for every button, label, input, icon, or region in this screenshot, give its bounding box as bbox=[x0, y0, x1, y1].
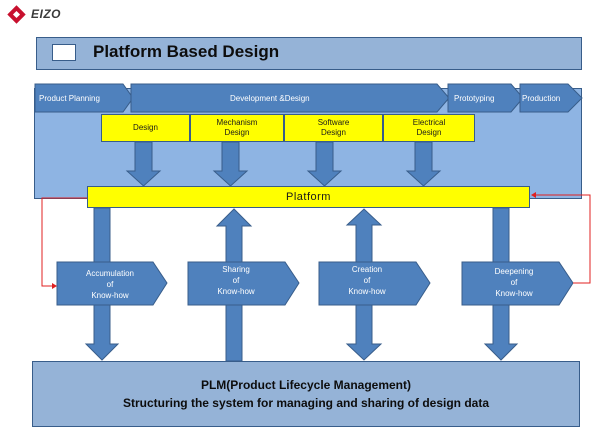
feedback-line-left bbox=[41, 197, 87, 287]
platform-bar: Platform bbox=[87, 186, 530, 208]
knowhow-arrow-deepening bbox=[461, 261, 574, 306]
software-down-arrow bbox=[306, 141, 343, 187]
platform-label: Platform bbox=[286, 191, 331, 203]
knowhow-arrow-creation bbox=[318, 261, 431, 306]
design-box-label: Electrical Design bbox=[412, 118, 446, 137]
knowhow-label-accumulation: Accumulation of Know-how bbox=[85, 269, 135, 300]
electrical-down-arrow bbox=[405, 141, 442, 187]
feedback-arrowhead-left bbox=[52, 283, 57, 289]
phase-label-product-planning: Product Planning bbox=[39, 94, 100, 103]
page-title: Platform Based Design bbox=[93, 42, 280, 61]
design-box-electrical: Electrical Design bbox=[383, 114, 475, 142]
phase-label-development: Development &Design bbox=[230, 94, 310, 103]
design-box-label: Mechanism Design bbox=[216, 118, 258, 137]
design-box-software: Software Design bbox=[284, 114, 383, 142]
phase-label-prototyping: Prototyping bbox=[454, 94, 495, 103]
plm-title: PLM(Product Lifecycle Management) bbox=[200, 378, 412, 392]
design-box-design: Design bbox=[101, 114, 190, 142]
knowhow-arrow-sharing bbox=[187, 261, 300, 306]
design-box-mechanism: Mechanism Design bbox=[190, 114, 284, 142]
knowhow-label-sharing: Sharing of Know-how bbox=[217, 265, 255, 296]
phase-arrow-development bbox=[130, 83, 450, 113]
plm-subtitle: Structuring the system for managing and … bbox=[122, 396, 490, 410]
brand-name: EIZO bbox=[31, 7, 62, 21]
design-down-arrow bbox=[125, 141, 162, 187]
phase-label-production: Production bbox=[522, 94, 561, 103]
feedback-line-right bbox=[534, 194, 591, 284]
mechanism-down-arrow bbox=[212, 141, 249, 187]
plm-box: PLM(Product Lifecycle Management) Struct… bbox=[32, 361, 580, 427]
phase-arrow-product-planning bbox=[34, 83, 134, 113]
knowhow-label-deepening: Deepening of Know-how bbox=[494, 267, 534, 298]
knowhow-arrow-accumulation bbox=[56, 261, 168, 306]
feedback-arrowhead-right bbox=[531, 192, 536, 198]
design-box-label: Software Design bbox=[317, 118, 350, 137]
knowhow-label-creation: Creation of Know-how bbox=[348, 265, 386, 296]
title-bar bbox=[36, 37, 582, 70]
phase-arrow-production bbox=[519, 83, 583, 113]
design-box-label: Design bbox=[133, 123, 158, 132]
title-checkbox-icon bbox=[52, 44, 76, 61]
phase-arrow-prototyping bbox=[447, 83, 524, 113]
